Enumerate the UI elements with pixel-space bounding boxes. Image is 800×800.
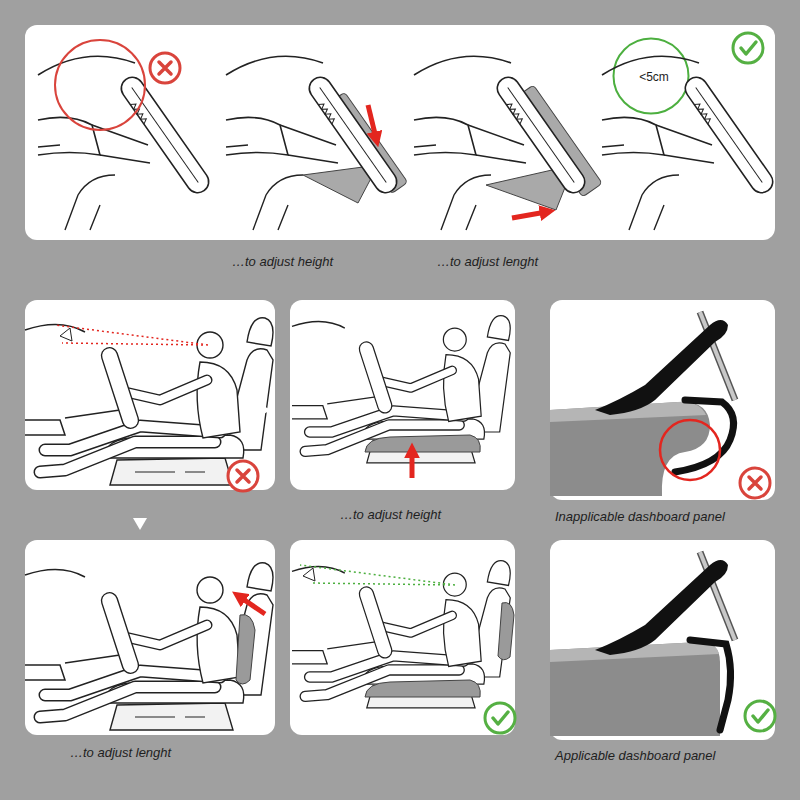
driver-scene	[292, 561, 510, 708]
dashboard-block	[550, 642, 720, 736]
red-arrow	[512, 212, 546, 218]
caption: Inapplicable dashboard panel	[555, 509, 725, 525]
circle-ring	[614, 39, 689, 114]
device-wedge	[303, 165, 378, 203]
panel-box: …to adjust height…to adjust lenght<5cm	[25, 25, 775, 240]
driver-scene	[292, 316, 510, 463]
seat-cushion-gray	[365, 435, 480, 452]
dimension-label: <5cm	[634, 69, 674, 85]
back-cushion-gray	[498, 603, 514, 660]
device-pole	[700, 312, 735, 400]
problem-circle	[55, 40, 145, 130]
driver-scene	[25, 563, 273, 730]
panel	[290, 540, 515, 735]
steering-scene	[414, 56, 589, 230]
back-cushion-gray	[236, 615, 255, 684]
device-hook	[690, 640, 731, 730]
device-hook	[675, 400, 734, 472]
device-clamp	[595, 560, 728, 655]
caption: …to adjust lenght	[70, 745, 171, 761]
device-pole	[700, 552, 735, 640]
steering-scene	[38, 56, 213, 230]
warning-sign	[60, 328, 72, 341]
sight-line	[300, 565, 455, 585]
right-icon	[745, 701, 775, 731]
flow-triangle	[258, 403, 271, 417]
problem-circle	[660, 420, 720, 480]
caption: …to adjust height	[232, 254, 333, 270]
device-body	[514, 85, 602, 197]
red-arrow	[240, 597, 265, 614]
panel-box: Applicable dashboard panel	[550, 540, 775, 740]
caption: …to adjust lenght	[437, 254, 538, 270]
panel-box: …to adjust lenght	[25, 540, 275, 735]
warning-sign	[303, 568, 315, 581]
wrong-icon	[228, 461, 258, 491]
panel-box: Inapplicable dashboard panel	[550, 300, 775, 500]
panel-box: …to adjust height	[290, 300, 515, 490]
red-arrow	[368, 105, 376, 138]
steering-scene	[226, 56, 401, 230]
right-icon	[485, 703, 515, 733]
seat-cushion-gray	[365, 680, 480, 697]
panel	[25, 300, 275, 490]
device-pole	[700, 312, 735, 400]
device-body	[328, 92, 407, 194]
device-clamp	[595, 320, 728, 415]
height-device	[303, 92, 408, 203]
steering-scene	[602, 56, 777, 230]
caption: …to adjust height	[340, 507, 441, 523]
wrong-icon	[150, 53, 180, 83]
red-arrow	[410, 452, 415, 478]
device-ridge	[610, 562, 700, 640]
dashboard-top	[550, 642, 719, 662]
sight-line	[55, 325, 208, 345]
wrong-icon	[740, 468, 770, 498]
length-device	[486, 85, 602, 210]
device-ridge	[610, 322, 700, 400]
flow-triangle	[133, 518, 147, 530]
driver-scene	[25, 318, 273, 485]
measure-circle: <5cm	[612, 37, 690, 115]
dashboard-scene	[550, 552, 735, 736]
caption: Applicable dashboard panel	[555, 748, 715, 764]
dashboard-scene	[550, 312, 735, 496]
dashboard-block	[550, 402, 710, 496]
right-icon	[733, 33, 763, 63]
device-wedge	[486, 165, 574, 210]
dashboard-top	[550, 402, 706, 422]
device-pole	[700, 552, 735, 640]
